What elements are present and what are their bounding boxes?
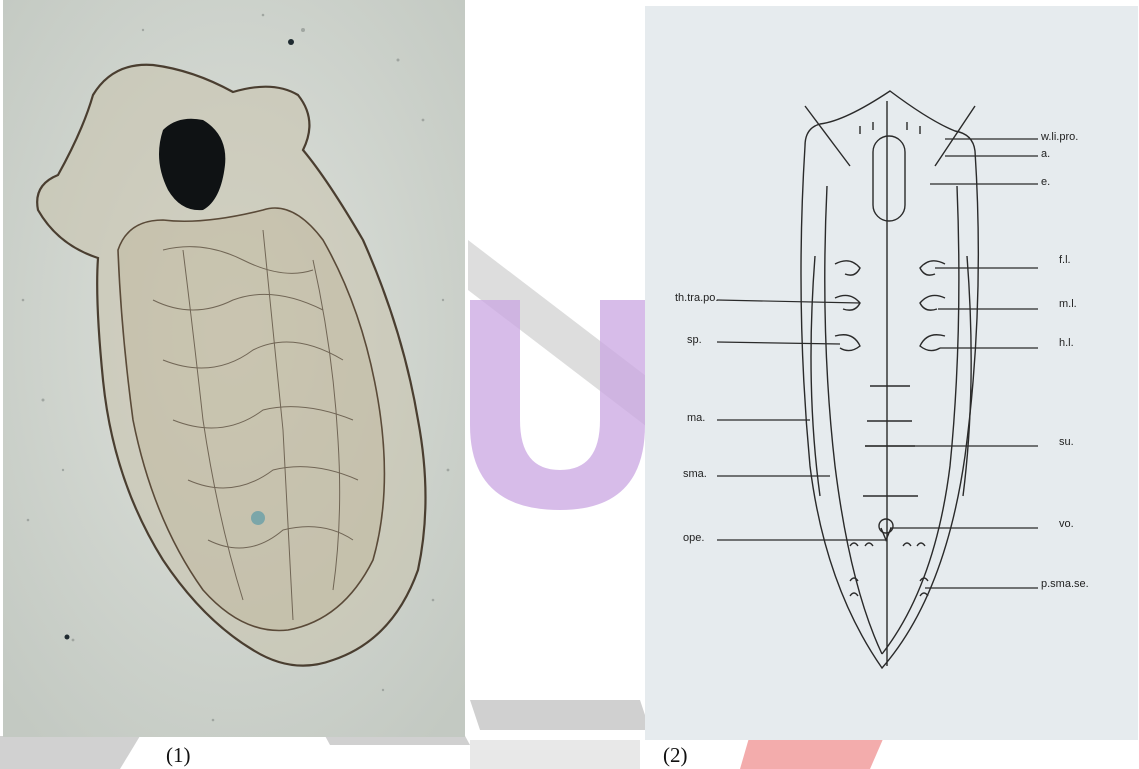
label-f-l: f.l. [1059,254,1071,266]
label-sma: sma. [683,468,707,480]
micrograph-panel [3,0,465,737]
specimen-outline-drawing [645,6,1138,740]
specimen-micrograph [3,0,465,737]
label-w-li-pro: w.li.pro. [1041,131,1078,143]
label-ope: ope. [683,532,704,544]
label-ma: ma. [687,412,705,424]
label-sp: sp. [687,334,702,346]
label-th-tra-po: th.tra.po. [675,292,718,304]
label-a: a. [1041,148,1050,160]
label-h-l: h.l. [1059,337,1074,349]
caption-figure-2: (2) [663,743,688,768]
label-e: e. [1041,176,1050,188]
label-su: su. [1059,436,1074,448]
caption-figure-1: (1) [166,743,191,768]
label-p-sma-se: p.sma.se. [1041,578,1089,590]
label-vo: vo. [1059,518,1074,530]
label-m-l: m.l. [1059,298,1077,310]
labelled-drawing-panel: th.tra.po. sp. ma. sma. ope. w.li.pro. a… [645,6,1138,740]
